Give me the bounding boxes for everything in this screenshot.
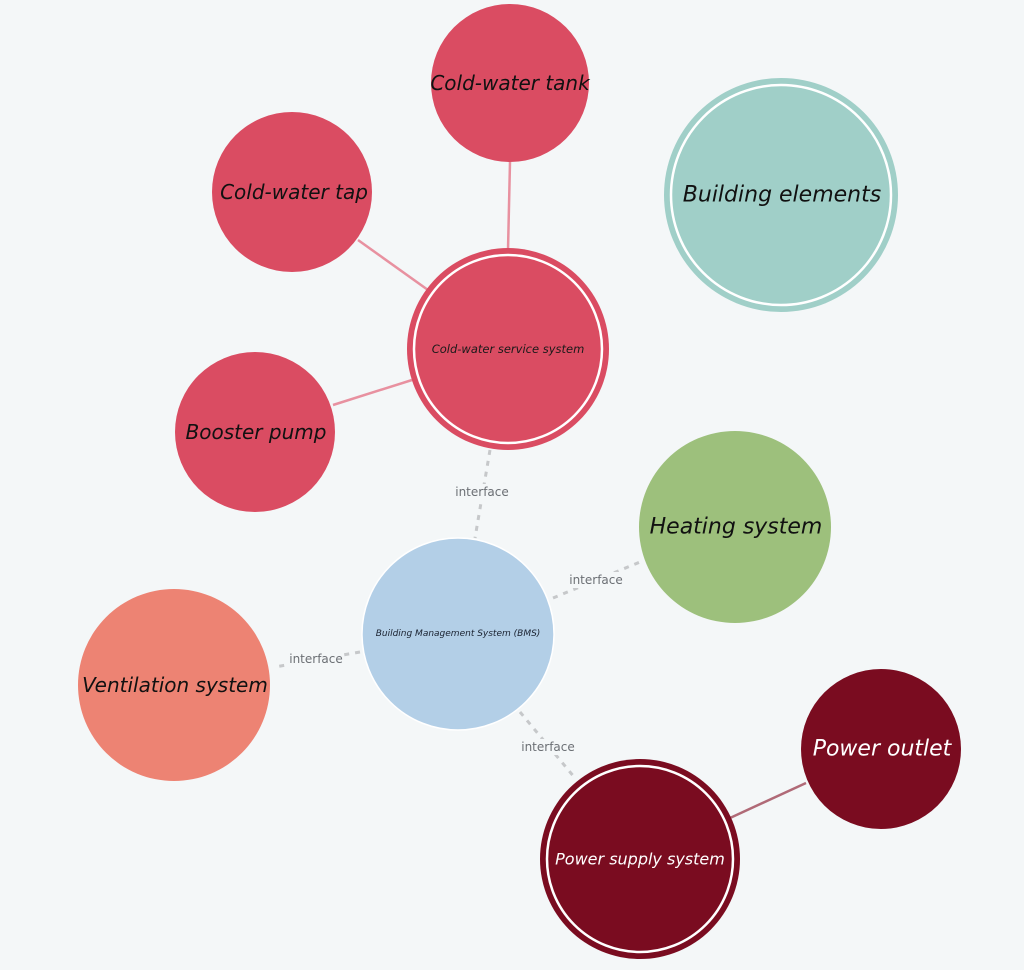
node-label: Power outlet <box>813 737 953 762</box>
node-label: Heating system <box>650 515 823 540</box>
edge-label-bms-heating: interface <box>569 573 623 587</box>
node-building-elements[interactable]: Building elements <box>664 78 898 312</box>
edge-tank-cwss <box>506 161 512 251</box>
edge-outlet-power <box>729 781 807 820</box>
node-cold-water-tank[interactable]: Cold-water tank <box>430 4 591 162</box>
node-label: Booster pump <box>186 420 327 444</box>
node-ventilation-system[interactable]: Ventilation system <box>78 589 270 781</box>
edge-label-bms-ventilation: interface <box>289 652 343 666</box>
node-power-supply-system[interactable]: Power supply system <box>540 759 740 959</box>
edge-label-cwss-bms: interface <box>455 485 509 499</box>
edge-label-bms-power: interface <box>521 740 575 754</box>
node-label: Cold-water tap <box>220 180 368 204</box>
node-bms[interactable]: Building Management System (BMS) <box>361 537 555 731</box>
edge-bms-ventilation <box>274 650 361 669</box>
node-label: Cold-water service system <box>432 342 585 356</box>
node-label: Building Management System (BMS) <box>376 629 541 639</box>
edge-booster-cwss <box>332 378 413 407</box>
node-label: Building elements <box>683 183 881 208</box>
edge-bms-power <box>518 711 577 779</box>
node-label: Cold-water tank <box>430 71 591 95</box>
edge-tap-cwss <box>357 238 429 292</box>
node-heating-system[interactable]: Heating system <box>639 431 831 623</box>
node-cold-water-service-system[interactable]: Cold-water service system <box>407 248 609 450</box>
node-power-outlet[interactable]: Power outlet <box>801 669 961 829</box>
node-label: Power supply system <box>555 850 725 869</box>
node-booster-pump[interactable]: Booster pump <box>175 352 335 512</box>
node-label: Ventilation system <box>82 673 268 697</box>
node-cold-water-tap[interactable]: Cold-water tap <box>212 112 372 272</box>
